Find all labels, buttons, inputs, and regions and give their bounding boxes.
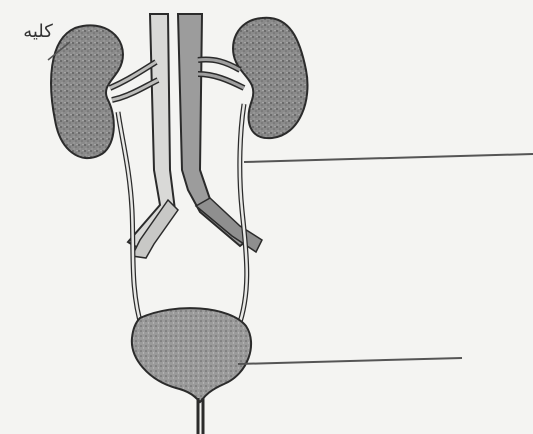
bladder [132,308,251,402]
left-kidney [51,25,123,158]
ureter-leader-line [244,154,533,162]
kidney-label: كليه [23,21,53,42]
bladder-leader-line [238,358,462,364]
right-iliac-vein [196,198,262,252]
left-ureter [118,112,142,328]
urethra [198,398,203,434]
